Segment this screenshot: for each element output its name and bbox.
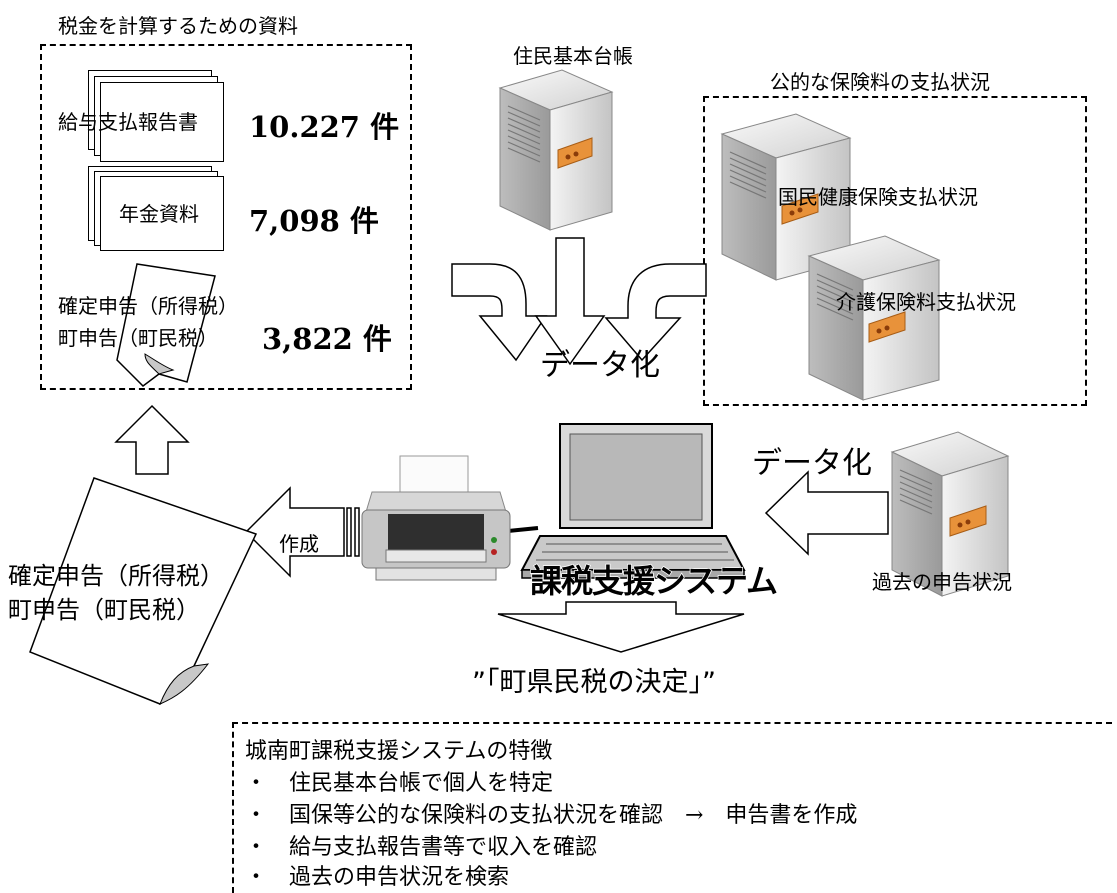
salary-report-doc	[100, 82, 224, 162]
final-return-count: 3,822 件	[262, 322, 392, 356]
national-health-server-icon	[720, 113, 852, 281]
past-returns-label: 過去の申告状況	[872, 570, 1012, 594]
decision-label: ”「町県民税の決定」”	[472, 667, 716, 698]
decision-arrow-icon	[497, 601, 745, 653]
features-item-2: ・ 国保等公的な保険料の支払状況を確認 → 申告書を作成	[245, 803, 858, 828]
final-return-label-2: 町申告（町民税）	[58, 326, 218, 350]
pension-label: 年金資料	[119, 202, 199, 226]
system-name: 課税支援システム	[529, 561, 779, 601]
curled-document-icon	[116, 263, 216, 387]
create-arrow-icon	[244, 486, 360, 578]
nursing-care-server-icon	[807, 235, 941, 401]
digitize-label-2: データ化	[752, 446, 872, 481]
down-arrow-center-icon	[534, 237, 606, 366]
public-insurance-title: 公的な保険料の支払状況	[770, 70, 990, 94]
resident-registry-server-icon	[498, 69, 614, 231]
printer-icon	[361, 455, 511, 581]
final-return-label-1: 確定申告（所得税）	[58, 294, 238, 318]
features-item-3: ・ 給与支払報告書等で収入を確認	[245, 835, 598, 860]
pension-doc	[100, 176, 224, 251]
national-health-label: 国民健康保険支払状況	[778, 185, 978, 209]
output-doc-label-1: 確定申告（所得税）	[8, 562, 224, 590]
up-arrow-icon	[114, 404, 190, 475]
past-data-arrow-icon	[764, 470, 889, 556]
create-label: 作成	[279, 532, 319, 556]
resident-registry-label: 住民基本台帳	[513, 44, 633, 68]
features-box	[232, 722, 1112, 893]
public-insurance-group	[703, 96, 1087, 406]
curved-arrow-right-icon	[604, 263, 707, 362]
curved-arrow-left-icon	[451, 263, 548, 362]
nursing-care-label: 介護保険料支払状況	[836, 290, 1016, 314]
salary-report-count: 10.227 件	[249, 110, 400, 144]
output-doc-label-2: 町申告（町民税）	[8, 596, 200, 624]
digitize-label: データ化	[540, 348, 660, 383]
salary-report-label: 給与支払報告書	[58, 110, 198, 134]
features-item-1: ・ 住民基本台帳で個人を特定	[245, 771, 554, 796]
features-item-4: ・ 過去の申告状況を検索	[245, 865, 510, 890]
laptop-icon	[520, 423, 746, 579]
tax-materials-title: 税金を計算するための資料	[58, 14, 298, 38]
output-document-icon	[29, 477, 258, 705]
features-title: 城南町課税支援システムの特徴	[245, 739, 553, 764]
past-returns-server-icon	[890, 431, 1010, 597]
pension-count: 7,098 件	[249, 204, 379, 238]
tax-materials-group	[40, 44, 412, 390]
